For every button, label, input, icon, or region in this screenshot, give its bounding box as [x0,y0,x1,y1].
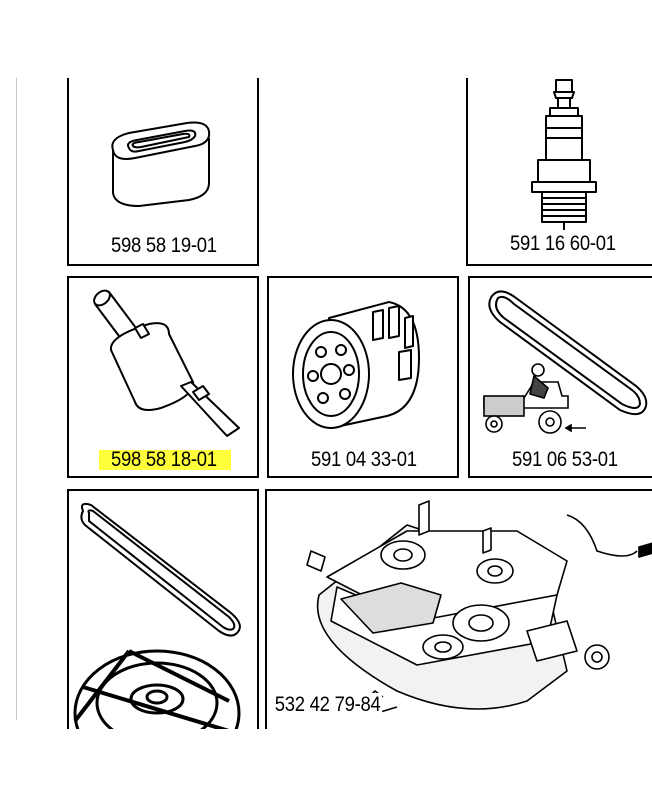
part-cell-spark-plug[interactable]: 591 16 60-01 [466,78,652,266]
part-cell-drive-belt[interactable]: 591 06 53-01 [468,276,652,478]
part-cell-mower-deck[interactable]: 532 42 79-84 [265,489,652,729]
drive-belt-tractor-icon [483,290,648,434]
part-number: 598 58 19-01 [111,234,217,257]
part-number: 532 42 79-84 [273,693,383,717]
highlight-marker [99,450,231,470]
air-filter-icon [111,121,211,207]
part-cell-oil-filter[interactable]: 591 04 33-01 [267,276,459,478]
part-cell-fuel-filter[interactable]: 598 58 18-01 [67,276,259,478]
part-cell-deck-belt[interactable] [67,489,259,729]
mower-deck-icon [306,500,652,714]
spark-plug-icon [531,79,597,230]
deck-belt-icon [73,502,241,729]
part-number: 591 06 53-01 [512,448,618,471]
part-cell-air-filter[interactable]: 598 58 19-01 [67,78,259,266]
part-number: 591 16 60-01 [510,232,616,255]
part-number: 591 04 33-01 [311,448,417,471]
fuel-filter-icon [93,289,240,437]
part-number-highlighted: 598 58 18-01 [111,448,217,471]
oil-filter-icon [292,301,420,429]
page-margin-line [16,78,17,720]
